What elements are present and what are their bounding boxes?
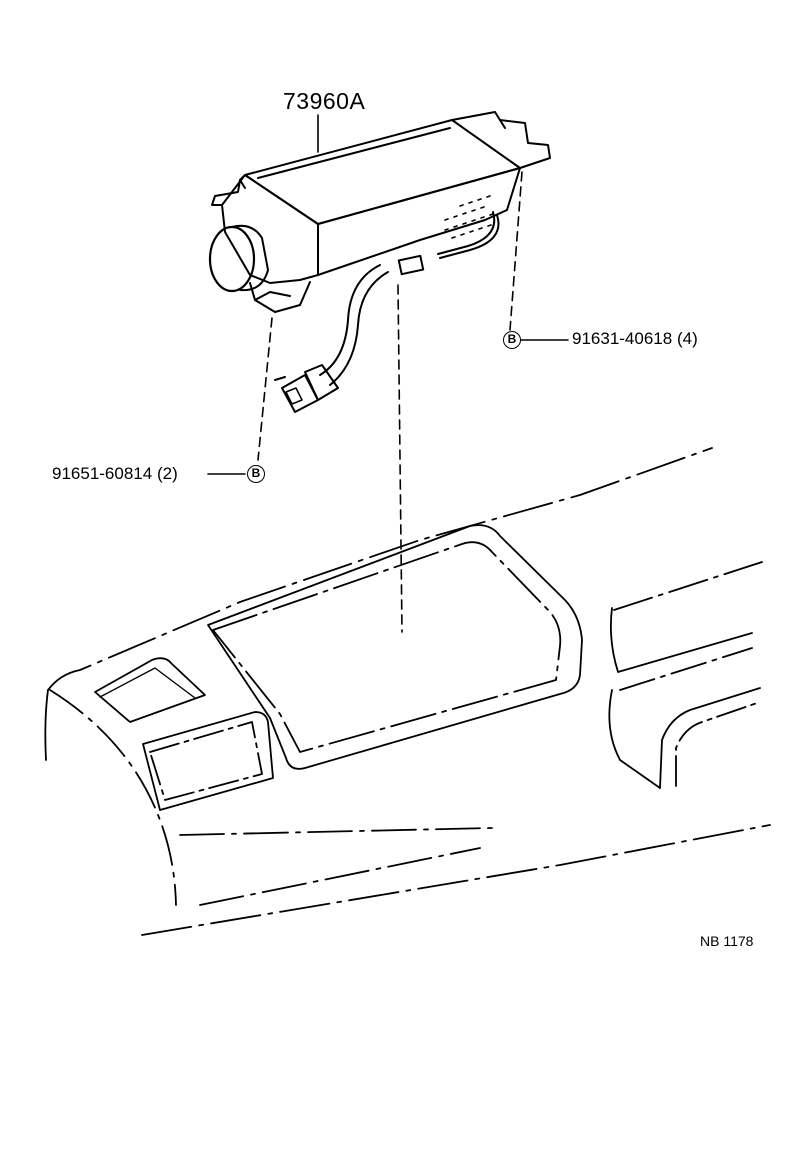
illustration-code: NB 1178: [700, 933, 754, 949]
fastener-right-label: 91631-40618 (4): [572, 330, 698, 347]
fastener-callout-right: B: [503, 331, 521, 349]
fastener-right-quantity: (4): [676, 329, 698, 348]
fastener-left-quantity: (2): [156, 464, 178, 483]
fastener-callout-left: B: [247, 465, 265, 483]
leader-lines: [207, 114, 569, 633]
fastener-left-part-number: 91651-60814: [52, 464, 153, 483]
main-part-number-label: 73960A: [283, 88, 366, 114]
component-73960a-drawing: [208, 111, 551, 413]
fastener-right-part-number: 91631-40618: [572, 329, 673, 348]
instrument-panel-outline: [44, 447, 771, 936]
fastener-left-label: 91651-60814 (2): [52, 465, 178, 482]
